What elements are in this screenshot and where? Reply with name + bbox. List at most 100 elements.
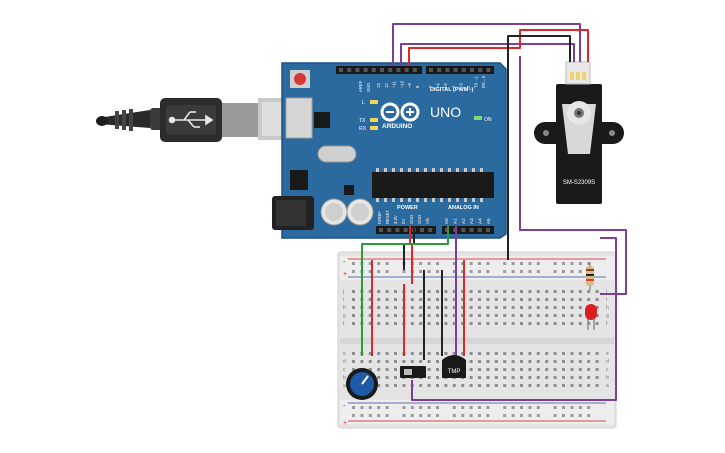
breadboard-hole[interactable] xyxy=(553,376,557,379)
header-pin[interactable] xyxy=(379,228,383,232)
breadboard-hole[interactable] xyxy=(520,322,523,325)
breadboard-hole[interactable] xyxy=(503,360,507,363)
header-pin[interactable] xyxy=(420,228,424,232)
header-pin[interactable] xyxy=(395,228,400,232)
breadboard-hole[interactable] xyxy=(494,298,498,301)
header-pin[interactable] xyxy=(486,228,490,232)
breadboard-hole[interactable] xyxy=(595,306,599,309)
breadboard-hole[interactable] xyxy=(368,314,372,317)
breadboard-hole[interactable] xyxy=(410,290,414,293)
breadboard-hole[interactable] xyxy=(578,384,582,387)
breadboard-hole[interactable] xyxy=(394,290,397,293)
breadboard-hole[interactable] xyxy=(587,352,591,355)
header-pin[interactable] xyxy=(429,68,433,72)
breadboard-hole[interactable] xyxy=(452,306,456,309)
header-pin[interactable] xyxy=(371,68,376,72)
breadboard-hole[interactable] xyxy=(545,306,549,309)
breadboard-hole[interactable] xyxy=(595,360,599,363)
breadboard-hole[interactable] xyxy=(595,298,599,301)
rail-hole[interactable] xyxy=(486,406,490,409)
breadboard-hole[interactable] xyxy=(394,376,397,379)
breadboard-hole[interactable] xyxy=(553,360,557,363)
breadboard-hole[interactable] xyxy=(570,322,574,325)
rail-hole[interactable] xyxy=(536,414,540,417)
header-pin[interactable] xyxy=(486,68,491,72)
breadboard-hole[interactable] xyxy=(578,314,582,317)
rail-hole[interactable] xyxy=(368,414,372,417)
breadboard-hole[interactable] xyxy=(436,384,439,387)
rail-hole[interactable] xyxy=(553,406,557,409)
rail-hole[interactable] xyxy=(587,414,591,417)
breadboard-hole[interactable] xyxy=(444,384,448,387)
breadboard-hole[interactable] xyxy=(511,306,515,309)
rail-hole[interactable] xyxy=(520,406,523,409)
breadboard-hole[interactable] xyxy=(385,322,389,325)
rail-hole[interactable] xyxy=(410,414,414,417)
breadboard-hole[interactable] xyxy=(419,360,423,363)
rail-hole[interactable] xyxy=(427,406,431,409)
breadboard-hole[interactable] xyxy=(486,368,490,371)
breadboard-hole[interactable] xyxy=(394,322,397,325)
breadboard-hole[interactable] xyxy=(578,368,582,371)
breadboard-hole[interactable] xyxy=(368,368,372,371)
rail-hole[interactable] xyxy=(461,406,465,409)
rail-hole[interactable] xyxy=(553,270,557,273)
breadboard-hole[interactable] xyxy=(528,298,532,301)
breadboard-hole[interactable] xyxy=(578,306,582,309)
breadboard-hole[interactable] xyxy=(595,368,599,371)
breadboard-hole[interactable] xyxy=(486,314,490,317)
rail-hole[interactable] xyxy=(436,262,439,265)
rail-hole[interactable] xyxy=(419,406,423,409)
header-pin[interactable] xyxy=(404,68,409,72)
rail-hole[interactable] xyxy=(461,262,465,265)
breadboard-hole[interactable] xyxy=(410,360,414,363)
breadboard-hole[interactable] xyxy=(486,322,490,325)
breadboard-hole[interactable] xyxy=(511,384,515,387)
breadboard-hole[interactable] xyxy=(562,290,565,293)
breadboard-hole[interactable] xyxy=(511,322,515,325)
breadboard-hole[interactable] xyxy=(595,376,599,379)
breadboard-hole[interactable] xyxy=(410,352,414,355)
rail-hole[interactable] xyxy=(511,262,515,265)
breadboard-hole[interactable] xyxy=(368,298,372,301)
breadboard-hole[interactable] xyxy=(494,290,498,293)
breadboard-hole[interactable] xyxy=(587,298,591,301)
breadboard-hole[interactable] xyxy=(402,360,406,363)
breadboard-hole[interactable] xyxy=(486,376,490,379)
breadboard-hole[interactable] xyxy=(394,384,397,387)
breadboard-hole[interactable] xyxy=(469,290,473,293)
header-pin[interactable] xyxy=(396,68,401,72)
breadboard-hole[interactable] xyxy=(469,322,473,325)
breadboard-hole[interactable] xyxy=(461,298,465,301)
breadboard-hole[interactable] xyxy=(377,298,381,301)
breadboard-hole[interactable] xyxy=(394,352,397,355)
breadboard-hole[interactable] xyxy=(562,352,565,355)
breadboard-hole[interactable] xyxy=(478,322,481,325)
breadboard-hole[interactable] xyxy=(436,322,439,325)
breadboard-hole[interactable] xyxy=(562,360,565,363)
breadboard-hole[interactable] xyxy=(520,384,523,387)
breadboard-hole[interactable] xyxy=(486,290,490,293)
breadboard-hole[interactable] xyxy=(503,306,507,309)
header-pin[interactable] xyxy=(445,68,450,72)
breadboard-hole[interactable] xyxy=(578,290,582,293)
breadboard-hole[interactable] xyxy=(352,352,355,355)
breadboard-hole[interactable] xyxy=(377,368,381,371)
breadboard-hole[interactable] xyxy=(595,352,599,355)
breadboard-hole[interactable] xyxy=(385,360,389,363)
breadboard-hole[interactable] xyxy=(511,290,515,293)
rail-hole[interactable] xyxy=(562,262,565,265)
breadboard-hole[interactable] xyxy=(410,314,414,317)
breadboard-hole[interactable] xyxy=(461,306,465,309)
breadboard-hole[interactable] xyxy=(377,352,381,355)
header-pin[interactable] xyxy=(412,68,417,72)
breadboard-hole[interactable] xyxy=(494,368,498,371)
breadboard-hole[interactable] xyxy=(486,298,490,301)
header-pin[interactable] xyxy=(437,68,442,72)
reset-button[interactable] xyxy=(290,70,310,88)
breadboard-hole[interactable] xyxy=(562,322,565,325)
rail-hole[interactable] xyxy=(503,406,507,409)
breadboard-hole[interactable] xyxy=(570,306,574,309)
breadboard-hole[interactable] xyxy=(452,298,456,301)
rail-hole[interactable] xyxy=(528,414,532,417)
